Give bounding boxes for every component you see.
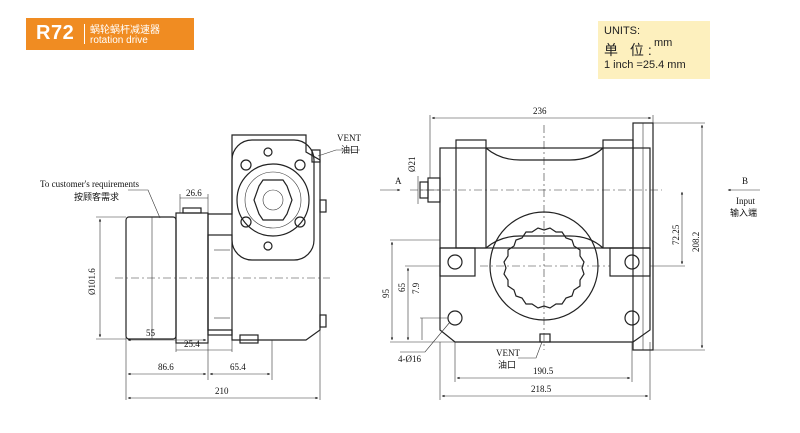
units-unit: mm [654, 37, 673, 49]
mount-hole [447, 310, 463, 326]
worm-flange [231, 139, 315, 261]
product-title-en: rotation drive [90, 35, 148, 46]
hub-key [182, 207, 202, 214]
mount-ear [609, 247, 651, 277]
dim-21: Ø21 [407, 157, 417, 173]
dim-208-2: 208.2 [691, 232, 701, 252]
drain-plug-side [239, 334, 259, 344]
customer-requirements-label: To customer's requirements [40, 179, 139, 189]
dim-210: 210 [215, 386, 229, 396]
front-vent-label-cn: 油口 [498, 359, 516, 370]
tube-top-contour [485, 147, 604, 161]
flange-bolt-hole [263, 147, 273, 157]
mount-hole [624, 310, 640, 326]
dim-72-25: 72.25 [671, 224, 681, 245]
units-box: UNITS: 单 位: mm 1 inch =25.4 mm [598, 21, 710, 79]
front-vent-label: VENT [496, 348, 520, 358]
section-label-b: B [742, 176, 748, 186]
mounting-plate [207, 234, 233, 336]
flange-bolt-hole [240, 216, 252, 228]
dim-101-6: Ø101.6 [87, 268, 97, 295]
header-divider [84, 24, 85, 44]
side-vent-label: VENT [337, 133, 361, 143]
section-label-a: A [395, 176, 402, 186]
dim-65-4: 65.4 [230, 362, 246, 372]
dim-190-5: 190.5 [533, 366, 554, 376]
dim-7-9: 7.9 [411, 282, 421, 294]
spline-shaft [253, 179, 293, 221]
dim-4x16: 4-Ø16 [398, 354, 421, 364]
dim-55: 55 [146, 328, 156, 338]
mount-ear [439, 247, 476, 277]
units-label-cn: 单 位: [604, 42, 656, 58]
vent-plug-side [311, 149, 321, 163]
worm-tube [439, 147, 651, 249]
model-code: R72 [36, 22, 75, 44]
units-title: UNITS: [604, 25, 641, 37]
model-header: R72 蜗轮蜗杆减速器 rotation drive [26, 18, 194, 50]
dim-86-6: 86.6 [158, 362, 174, 372]
input-label: Input [736, 196, 755, 206]
dim-25-4: 25.4 [184, 339, 200, 349]
flange-bolt-hole [240, 159, 252, 171]
front-view: 236 Ø21 72.25 208.2 95 65 7.9 4-Ø16 190.… [380, 106, 760, 400]
flange-bore [236, 163, 310, 237]
side-plug [319, 199, 327, 213]
flange-bolt-hole [263, 241, 273, 251]
mount-hole [447, 254, 463, 270]
vent-plug-front [539, 333, 551, 343]
side-vent-label-cn: 油口 [341, 144, 359, 155]
tube-bottom-contour [485, 235, 604, 249]
input-label-cn: 输入端 [730, 207, 757, 218]
customer-requirements-label-cn: 按顾客需求 [74, 191, 119, 202]
gear-housing-side [207, 134, 321, 341]
side-view: To customer's requirements 按顾客需求 VENT 油口… [40, 133, 361, 400]
units-conversion: 1 inch =25.4 mm [604, 59, 686, 71]
left-bearing-cap [455, 139, 487, 249]
right-bearing-cap [602, 139, 634, 249]
mount-hole [624, 254, 640, 270]
product-title-cn: 蜗轮蜗杆减速器 [90, 25, 160, 36]
dim-26-6: 26.6 [186, 188, 202, 198]
side-plug [319, 314, 327, 328]
flange-bolt-hole [294, 159, 306, 171]
dim-95: 95 [381, 289, 391, 299]
dim-65: 65 [397, 283, 407, 293]
gear-base [439, 248, 651, 343]
flange-bolt-hole [294, 216, 306, 228]
dim-218-5: 218.5 [531, 384, 552, 394]
dim-236: 236 [533, 106, 547, 116]
